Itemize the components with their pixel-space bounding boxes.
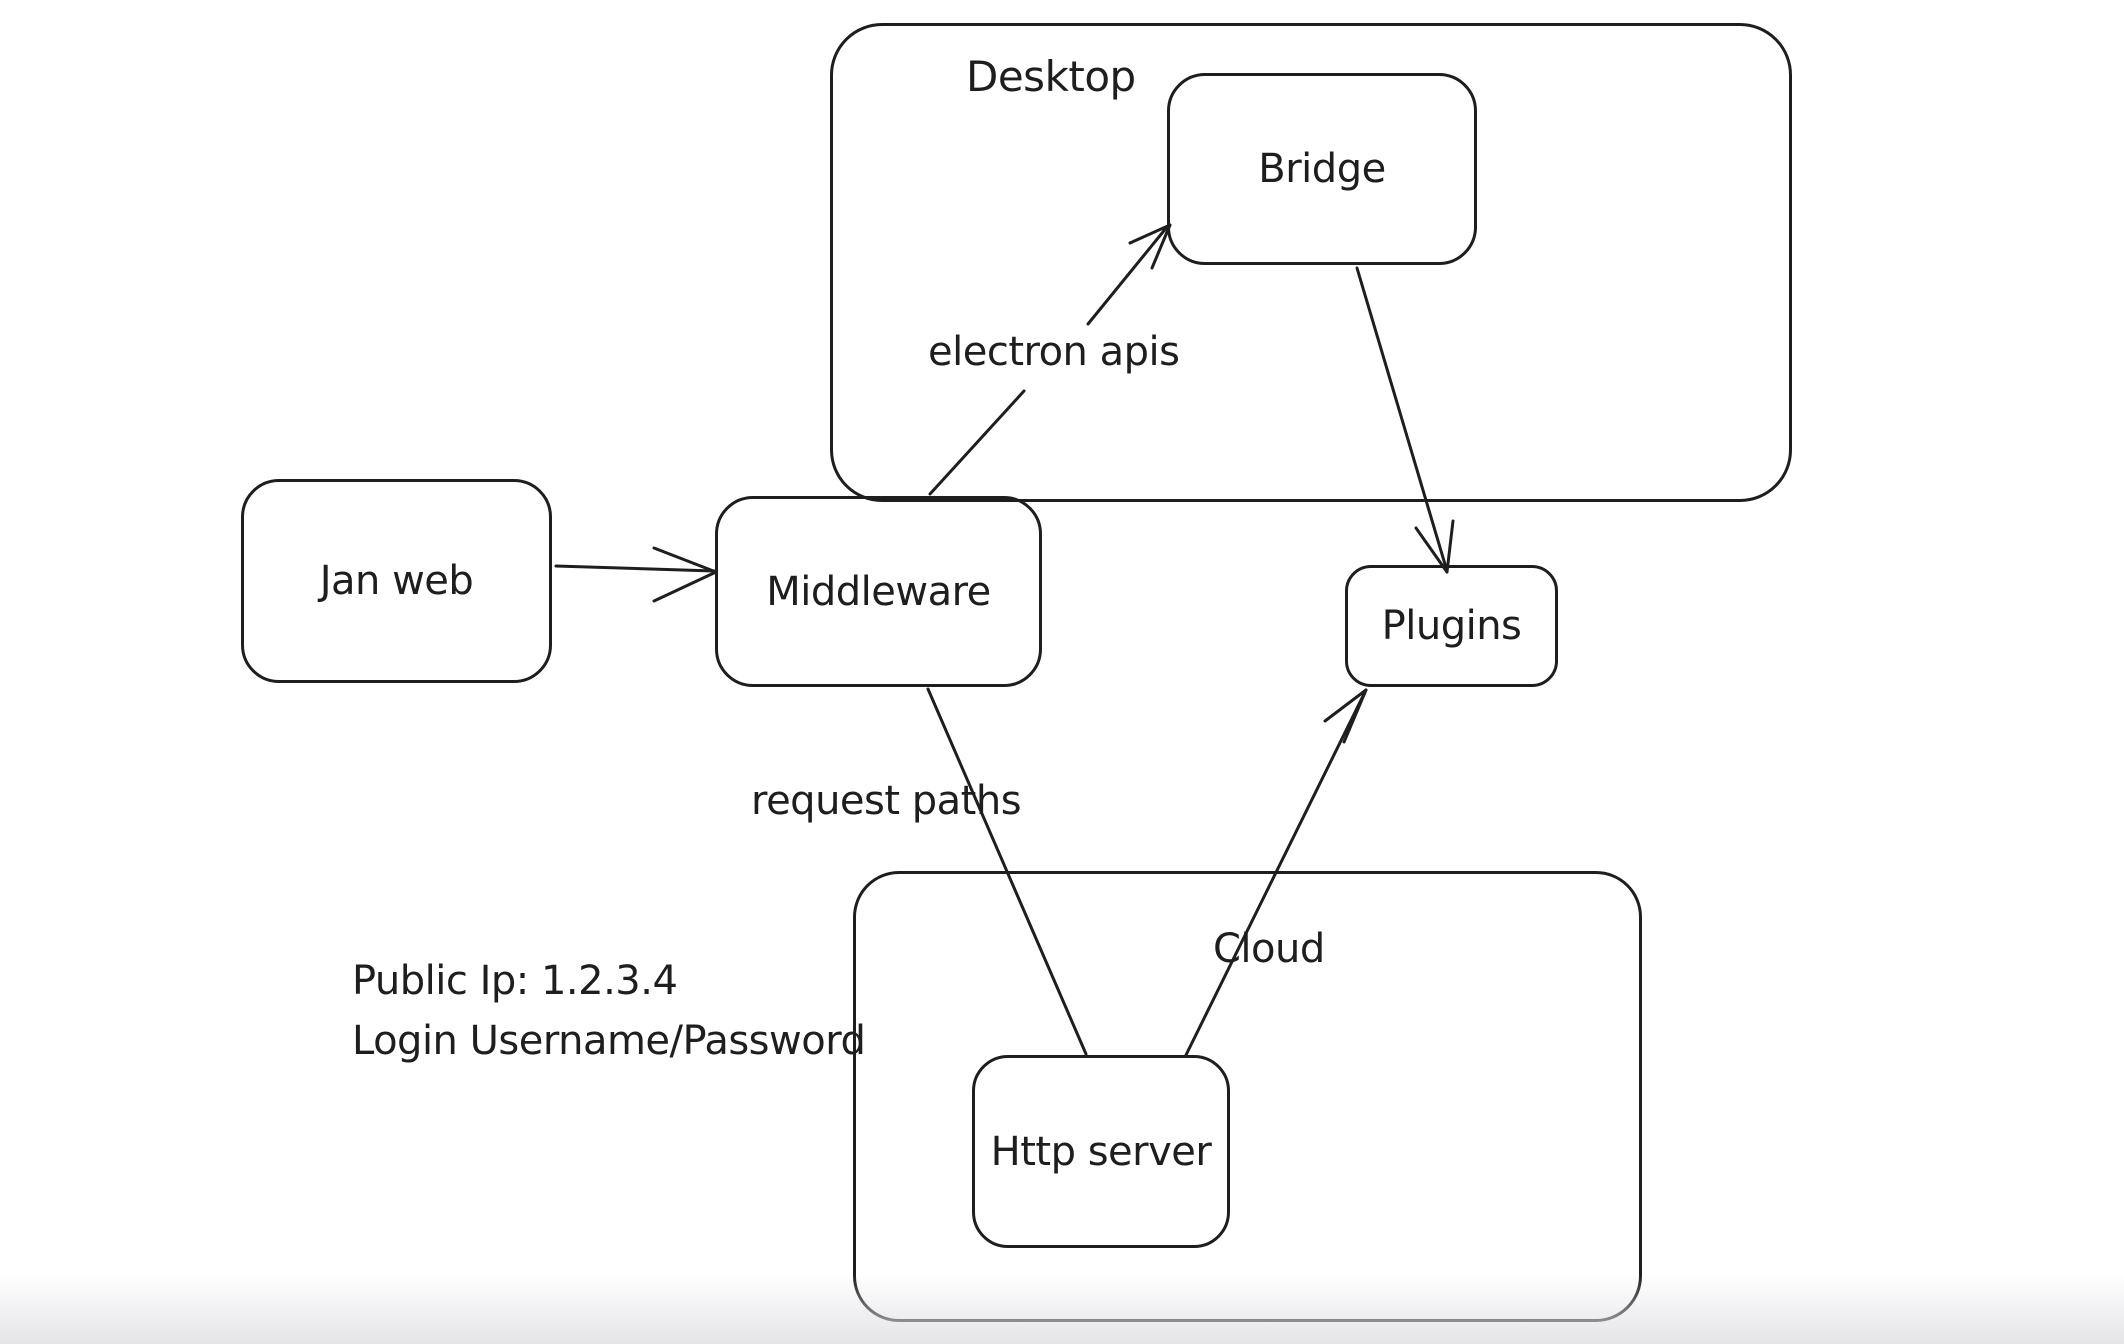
public-ip-note-line: Public Ip: 1.2.3.4 xyxy=(352,958,678,1004)
bridge-node[interactable]: Bridge xyxy=(1167,73,1477,265)
plugins-label: Plugins xyxy=(1381,603,1522,649)
desktop-container-shape[interactable] xyxy=(830,23,1792,502)
jan-web-node[interactable]: Jan web xyxy=(241,479,552,683)
request-paths-edge-label[interactable]: request paths xyxy=(751,778,1022,824)
login-note-line: Login Username/Password xyxy=(352,1018,866,1064)
arrow-jan-web-to-middleware[interactable] xyxy=(554,546,718,603)
electron-apis-edge-label[interactable]: electron apis xyxy=(928,329,1180,375)
desktop-container-title[interactable]: Desktop xyxy=(966,52,1136,101)
bridge-label: Bridge xyxy=(1258,146,1386,192)
http-server-node[interactable]: Http server xyxy=(972,1055,1230,1248)
plugins-node[interactable]: Plugins xyxy=(1345,565,1558,687)
jan-web-label: Jan web xyxy=(319,558,474,604)
middleware-label: Middleware xyxy=(766,568,991,615)
cloud-container-title[interactable]: Cloud xyxy=(1213,926,1325,972)
middleware-node[interactable]: Middleware xyxy=(715,496,1042,687)
server-credentials-note[interactable]: Public Ip: 1.2.3.4 Login Username/Passwo… xyxy=(352,951,866,1071)
http-server-label: Http server xyxy=(990,1128,1212,1175)
